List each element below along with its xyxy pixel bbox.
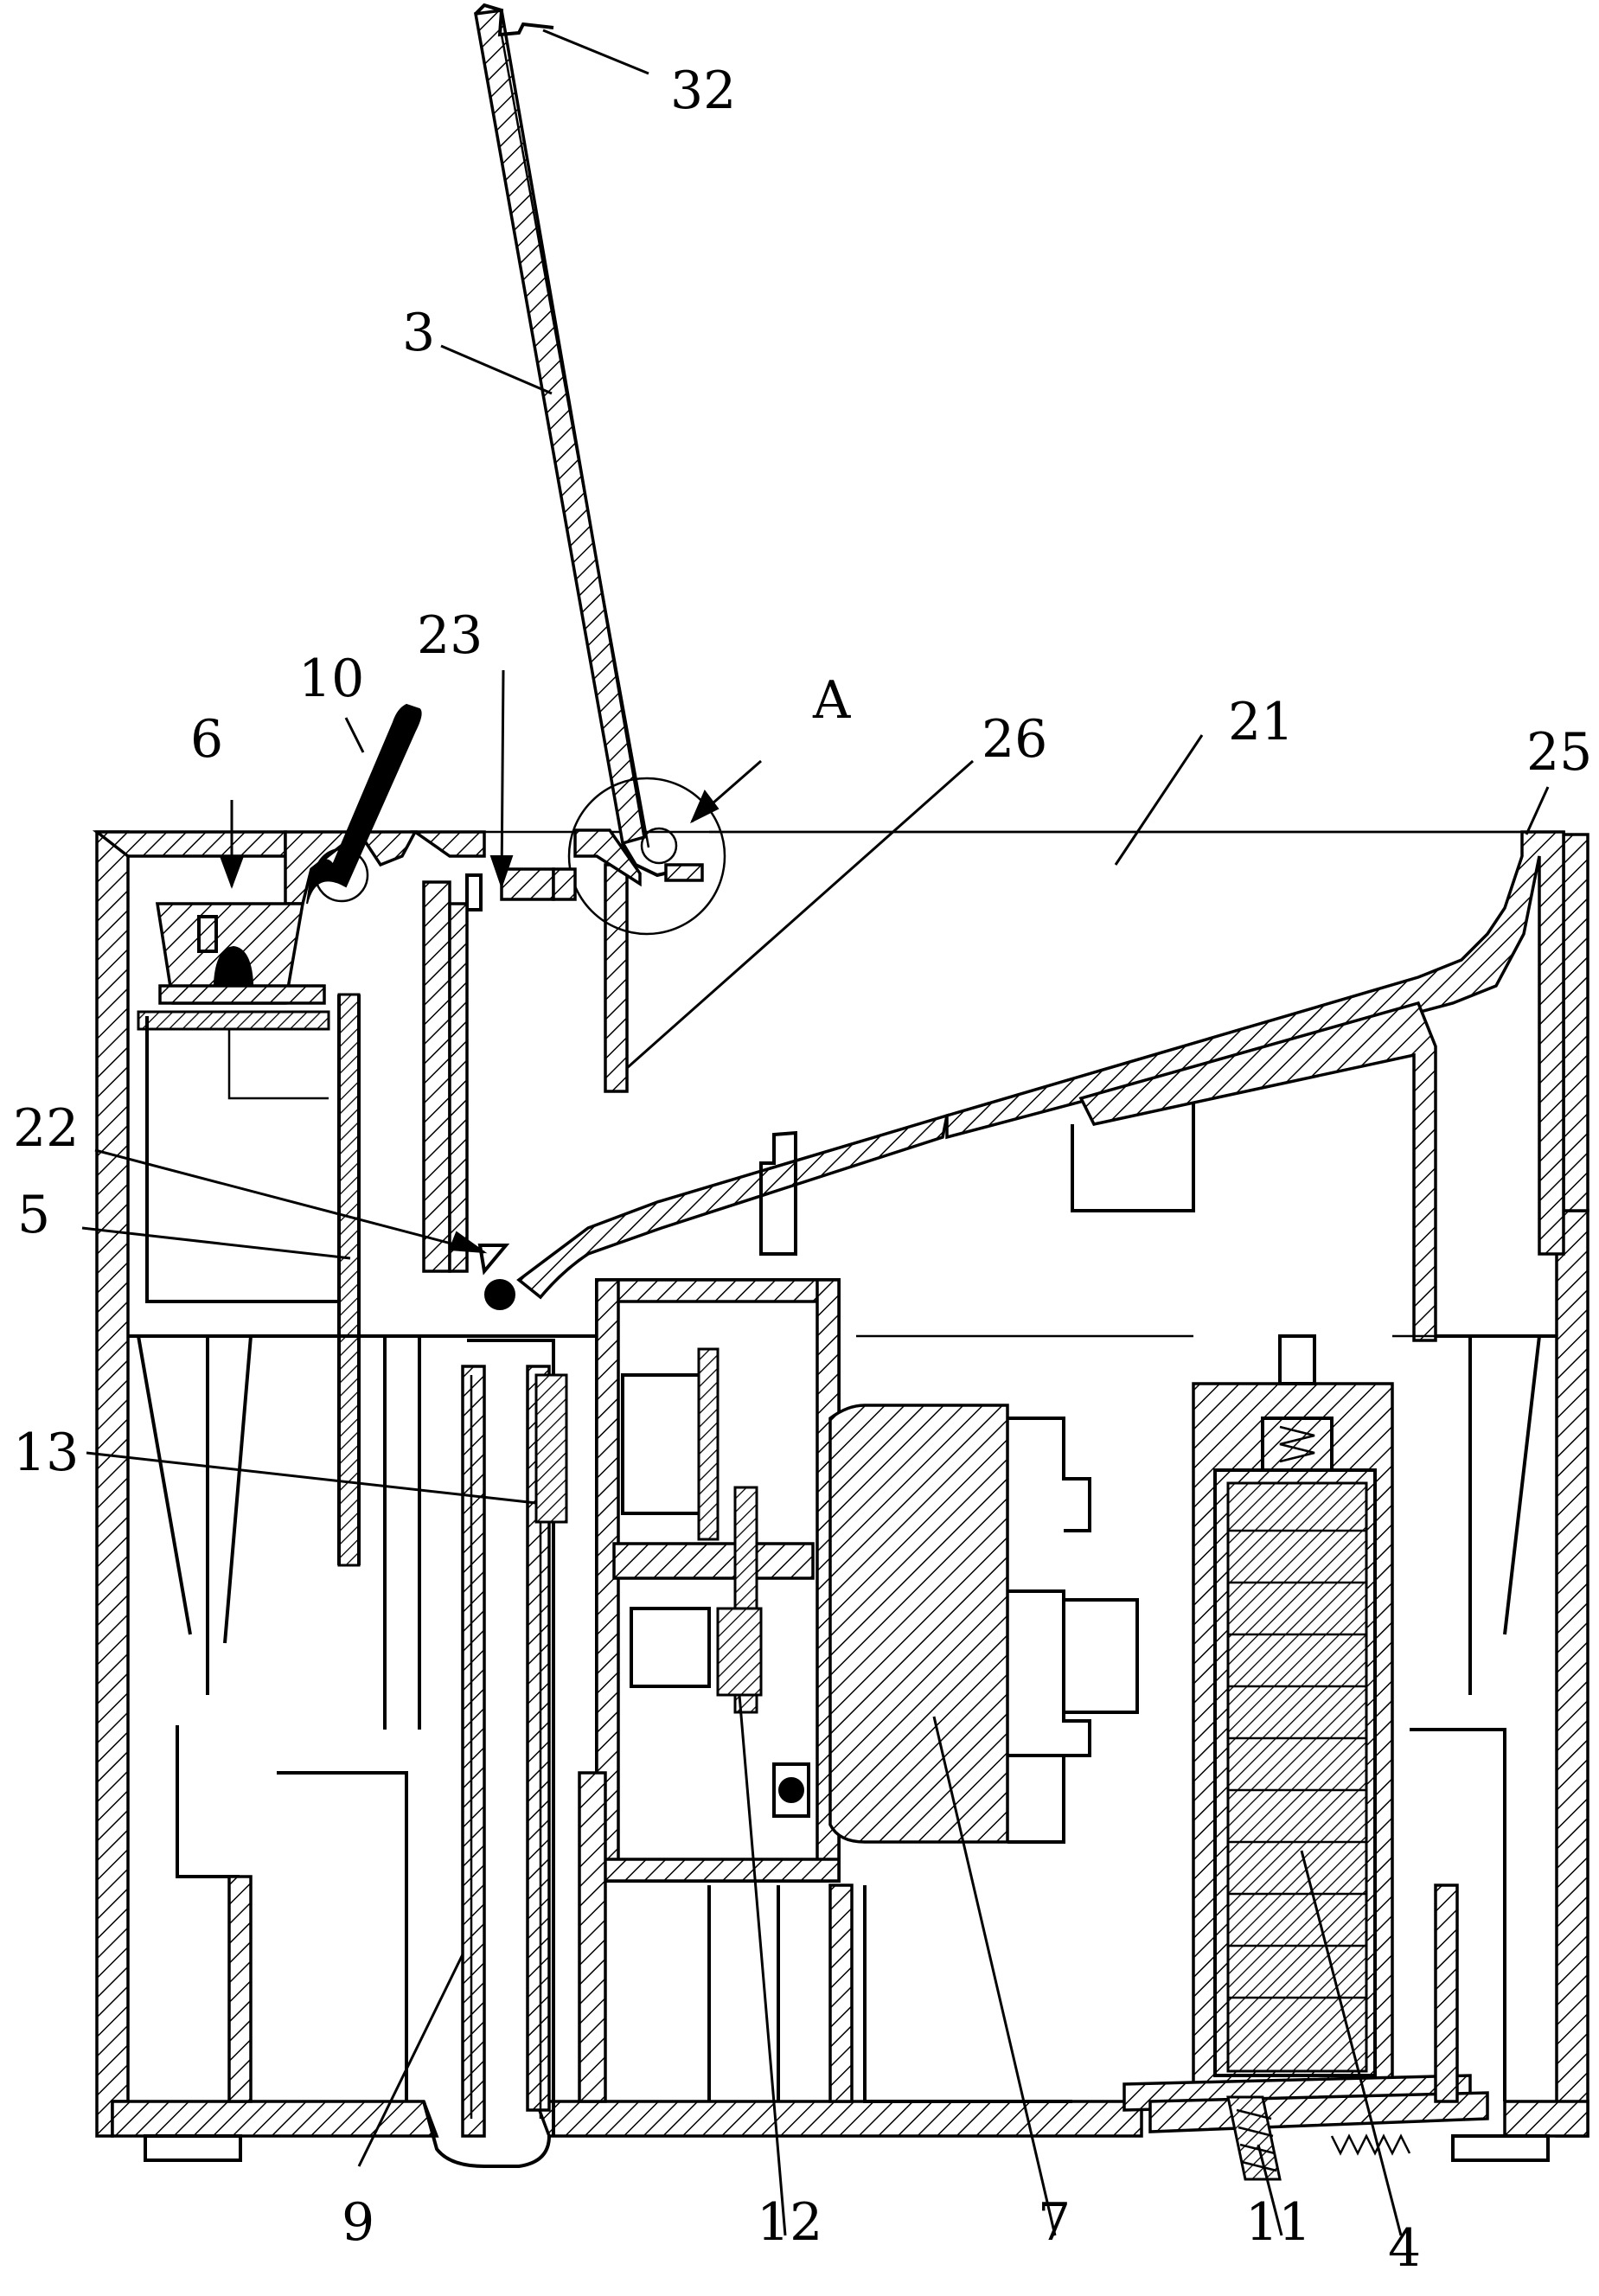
label-5: 5 [17,1185,50,1245]
motor [830,1405,1137,1842]
label-9: 9 [342,2192,374,2253]
label-22: 22 [13,1098,79,1159]
label-3: 3 [402,303,435,363]
label-13: 13 [13,1423,79,1483]
label-10: 10 [298,649,364,709]
label-26: 26 [982,709,1047,770]
gearbox [597,1280,839,1881]
label-23: 23 [417,605,483,666]
label-12: 12 [757,2192,822,2253]
label-a: A [812,670,851,731]
label-7: 7 [1038,2192,1071,2253]
battery-column [1193,1336,1392,2084]
lever [307,705,421,904]
label-11: 11 [1245,2192,1311,2253]
label-4: 4 [1388,2218,1421,2279]
label-25: 25 [1526,722,1592,783]
bottom-assembly [1124,2075,1487,2179]
center-chute [339,882,566,2136]
lid [476,5,683,1091]
label-32: 32 [670,61,736,121]
label-21: 21 [1228,692,1294,752]
ramp [480,832,1564,1340]
label-6: 6 [190,709,223,770]
